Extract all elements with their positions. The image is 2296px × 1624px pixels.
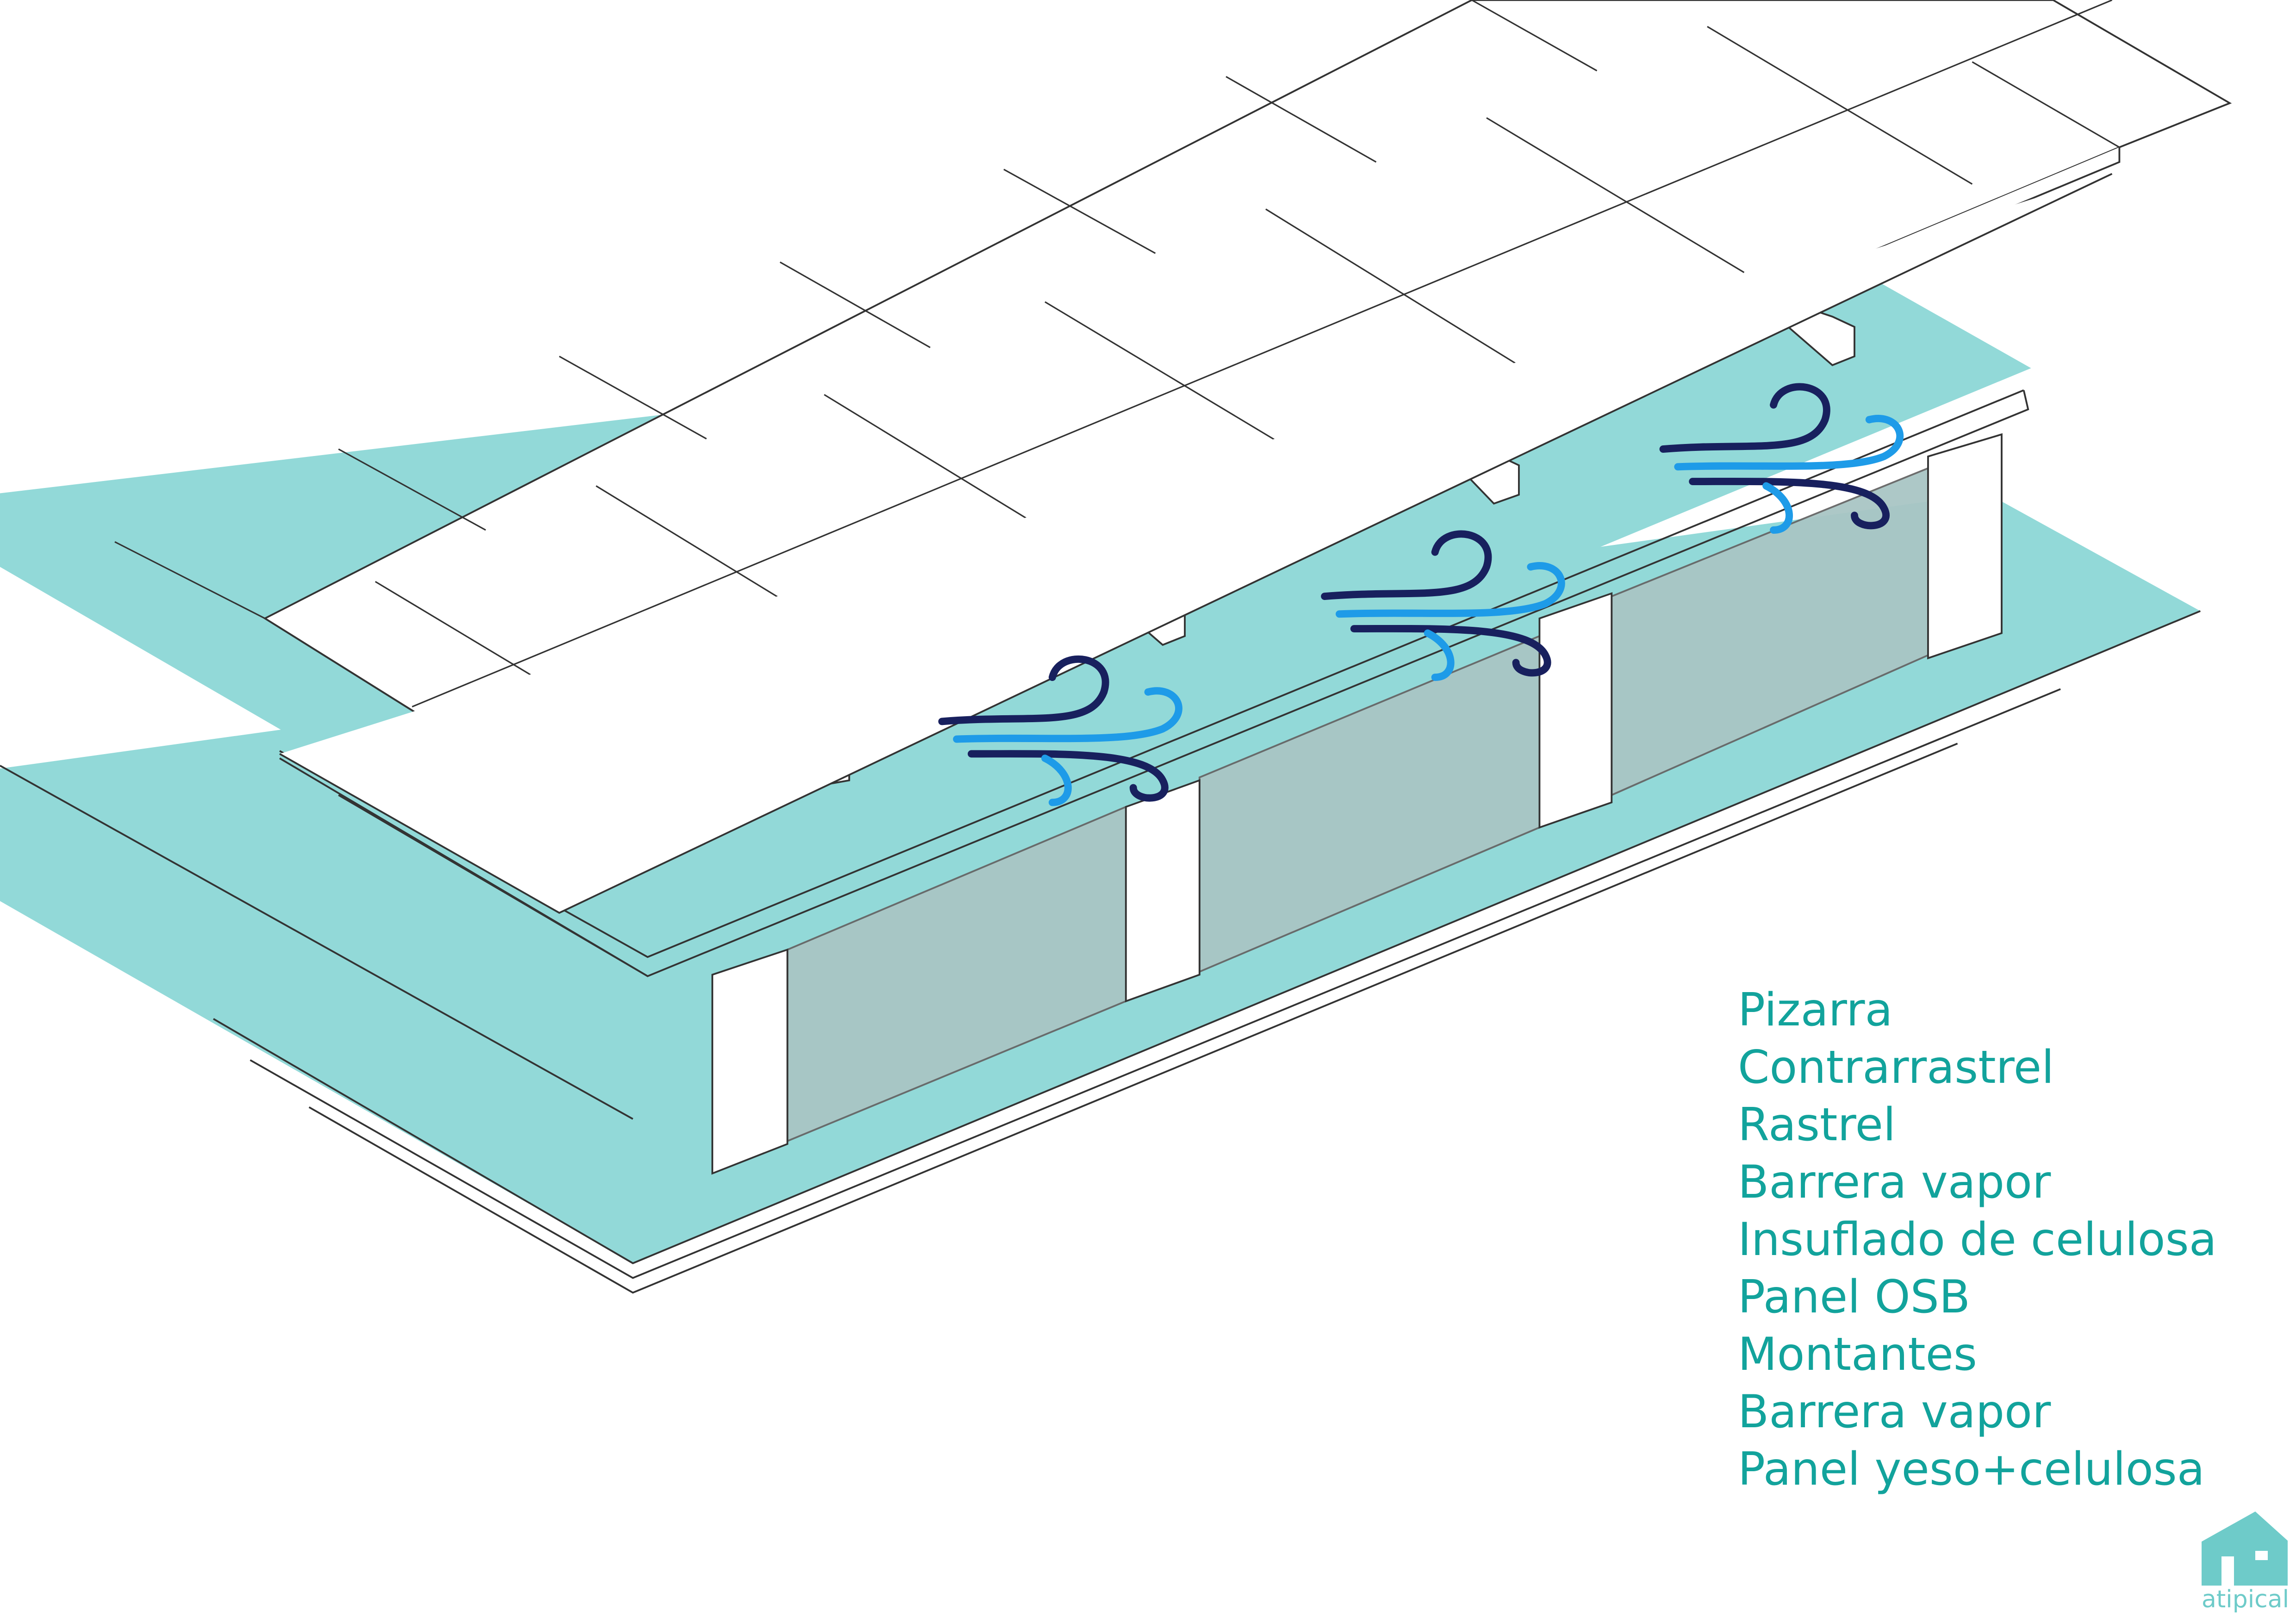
wind-icons [938,383,1904,806]
legend-item: Rastrel [1738,1099,1896,1151]
slate-roof [114,0,2232,914]
wind-icon [1321,530,1565,681]
logo-text: atipical [2202,1586,2290,1613]
house-logo-icon [2202,1512,2288,1586]
wind-icon [938,655,1182,806]
legend-item: Panel OSB [1738,1271,1971,1324]
legend-item: Barrera vapor [1738,1156,2051,1209]
bottom-panel-lines [0,610,2201,1294]
legend-item: Contrarrastrel [1738,1041,2054,1094]
legend-item: Pizarra [1738,984,1893,1037]
cellulose-insulation [786,467,1929,1143]
wind-icon [1659,383,1904,534]
legend-item: Insuflado de celulosa [1738,1213,2217,1266]
legend-item: Montantes [1738,1328,1977,1381]
layer-legend: Pizarra Contrarrastrel Rastrel Barrera v… [1738,981,2217,1498]
legend-item: Panel yeso+celulosa [1738,1443,2205,1496]
legend-item: Barrera vapor [1738,1386,2051,1438]
studs [711,433,2003,1175]
